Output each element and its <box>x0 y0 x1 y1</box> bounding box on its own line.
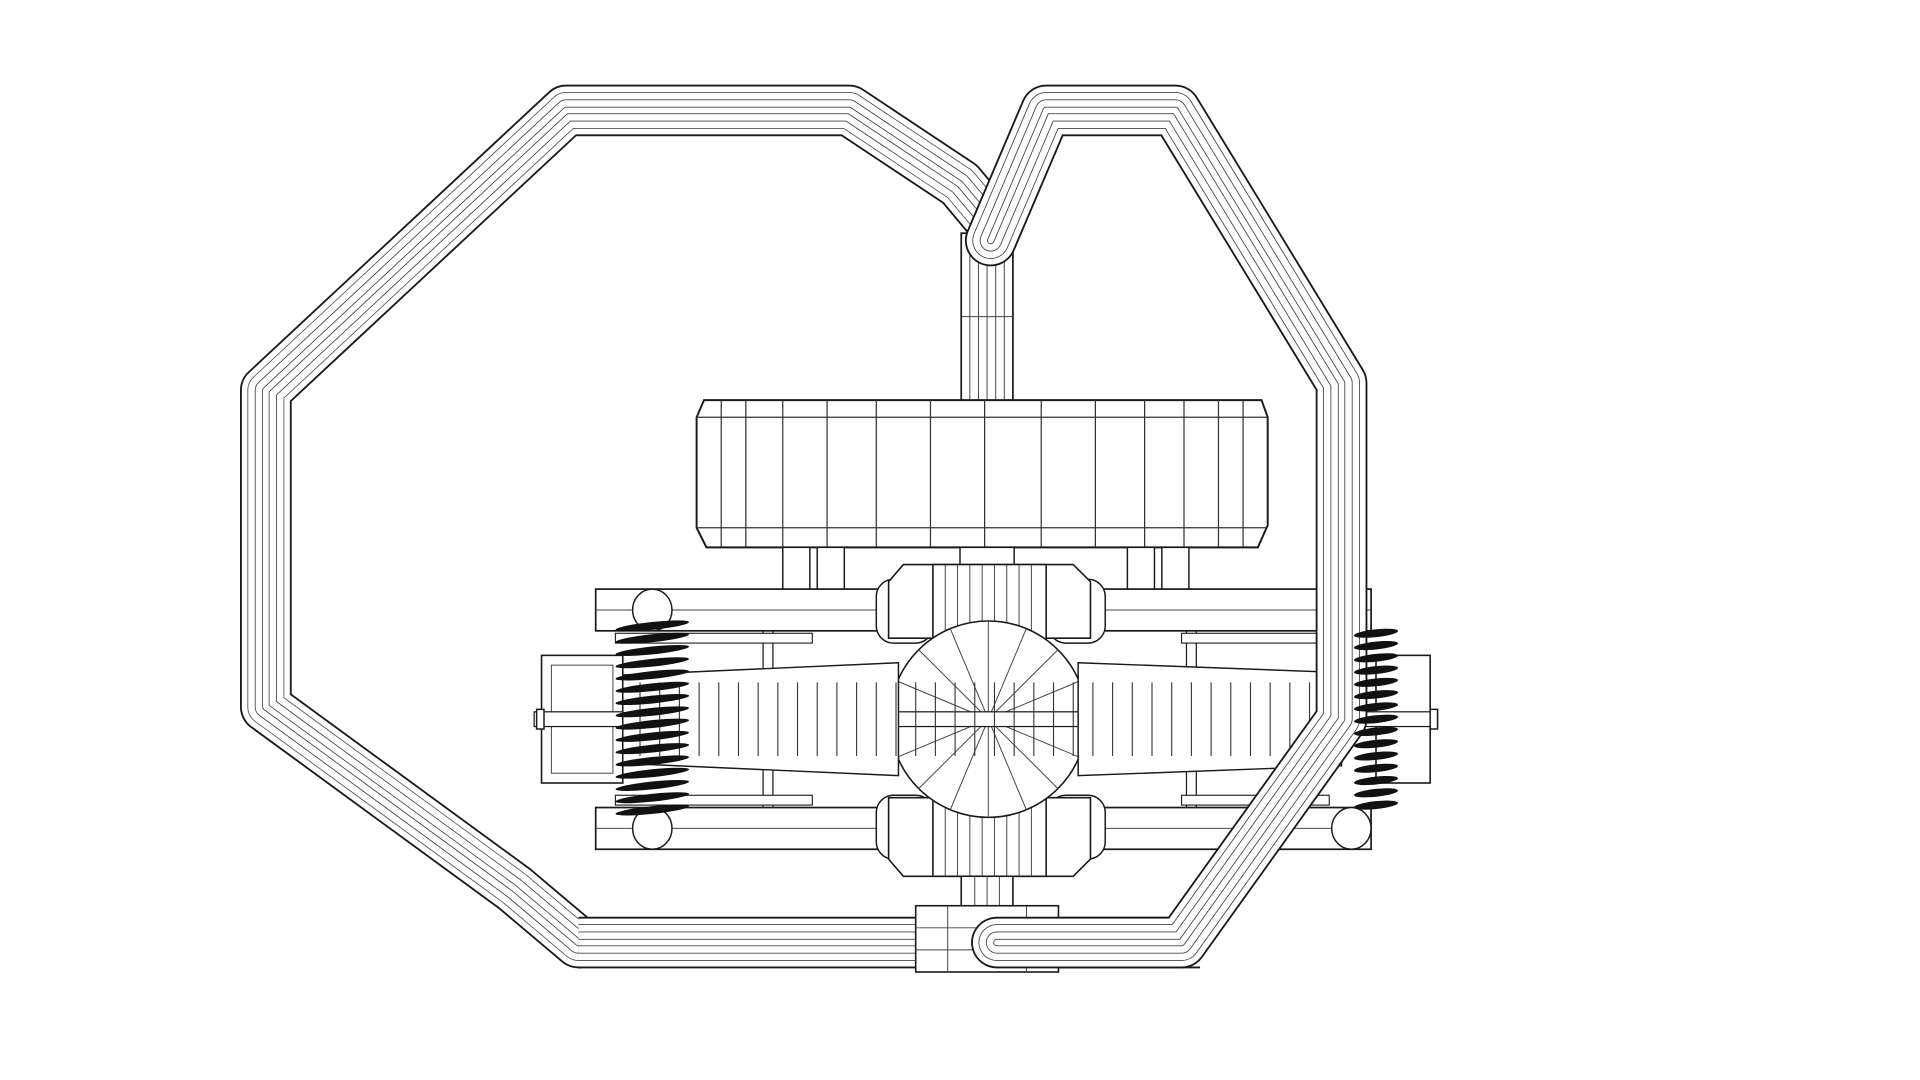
spring-coil <box>615 620 690 632</box>
spring-coil <box>615 755 690 767</box>
spring-coil <box>1353 726 1399 736</box>
spring-coil <box>1353 653 1399 663</box>
spring-coil <box>615 730 690 742</box>
spring-coil <box>615 779 690 791</box>
spring-coil <box>1353 800 1399 810</box>
right-frame-tube <box>964 84 1368 969</box>
spring-coil <box>615 644 690 656</box>
spring-coil <box>1353 714 1399 724</box>
spring-coil <box>615 718 690 730</box>
spring-coil <box>615 681 690 693</box>
spring-coil <box>1353 751 1399 761</box>
spring-coil <box>1353 763 1399 773</box>
spring-coil <box>615 804 690 816</box>
spring-coil <box>615 767 690 779</box>
right-spring <box>1353 628 1399 810</box>
spring-coil <box>615 657 690 669</box>
spring-coil <box>615 694 690 706</box>
spring-coil <box>1353 690 1399 700</box>
flywheel <box>695 399 1269 549</box>
spring-coil <box>1353 641 1399 651</box>
end-bolts <box>535 708 1439 730</box>
spring-coil <box>1353 788 1399 798</box>
gear-rack-arm <box>533 654 1439 784</box>
spring-coil <box>1353 665 1399 675</box>
spring-coil <box>1353 628 1399 638</box>
left-frame-tube <box>240 84 1017 969</box>
spring-coil <box>615 792 690 804</box>
spring-coil <box>615 706 690 718</box>
spring-coil <box>615 669 690 681</box>
spring-coil <box>1353 739 1399 749</box>
spring-coil <box>1353 677 1399 687</box>
spring-coil <box>1353 776 1399 786</box>
spring-coil <box>615 743 690 755</box>
left-spring <box>615 620 690 816</box>
spring-coil <box>1353 702 1399 712</box>
spring-coil <box>615 632 690 644</box>
